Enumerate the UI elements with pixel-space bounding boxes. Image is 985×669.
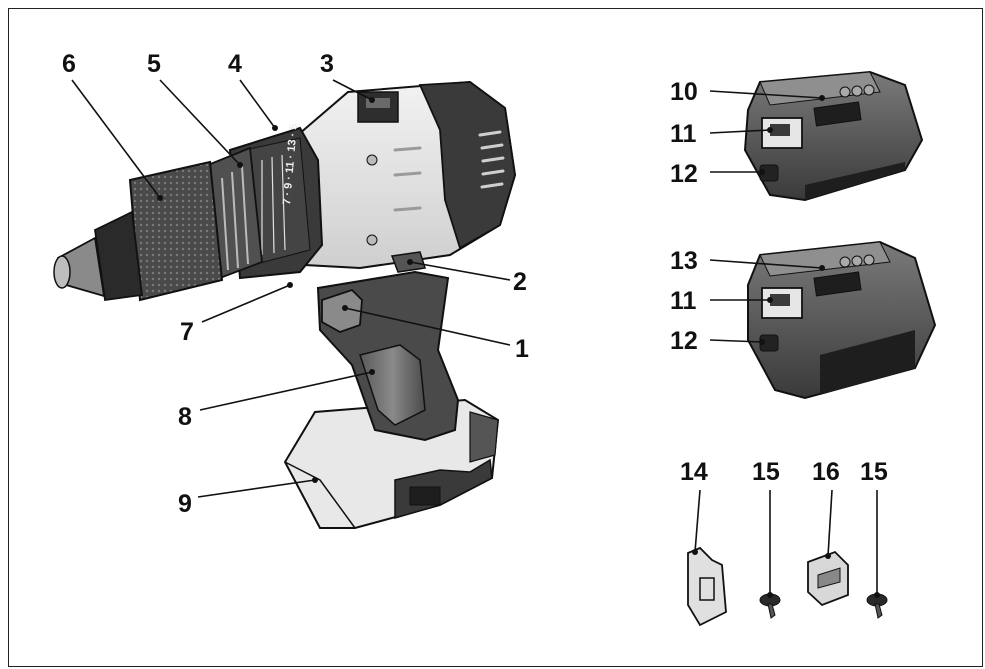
leader-lines xyxy=(71,79,880,598)
callout-8: 8 xyxy=(178,403,192,431)
callout-6: 6 xyxy=(62,50,76,78)
callout-5: 5 xyxy=(147,50,161,78)
callout-4: 4 xyxy=(228,50,242,78)
callout-15-left: 15 xyxy=(752,458,780,486)
screw-left xyxy=(759,593,781,619)
handle xyxy=(316,270,460,442)
callout-7: 7 xyxy=(180,318,194,346)
callout-10: 10 xyxy=(670,78,698,106)
screw-right xyxy=(866,593,888,619)
keyless-chuck xyxy=(53,160,224,302)
clutch-collar: 7 · 9 · 11 · 13 · 5 xyxy=(207,123,324,280)
callout-12-small-battery: 12 xyxy=(670,160,698,188)
belt-clip xyxy=(687,546,727,627)
battery-pack-small xyxy=(743,70,924,202)
callout-16: 16 xyxy=(812,458,840,486)
callout-9: 9 xyxy=(178,490,192,518)
callout-12-large-battery: 12 xyxy=(670,327,698,355)
callout-11-small-battery: 11 xyxy=(670,120,697,148)
callout-15-right: 15 xyxy=(860,458,888,486)
motor-housing xyxy=(288,80,517,273)
callout-14: 14 xyxy=(680,458,708,486)
drill: 7 · 9 · 11 · 13 · 5 xyxy=(53,80,517,529)
callout-1: 1 xyxy=(515,335,529,363)
callout-2: 2 xyxy=(513,268,527,296)
callout-3: 3 xyxy=(320,50,334,78)
callout-13: 13 xyxy=(670,247,698,275)
callout-11-large-battery: 11 xyxy=(670,287,697,315)
figure-frame xyxy=(8,8,983,667)
battery-pack-large xyxy=(747,240,937,400)
callout-numbers: 6 5 4 3 2 1 7 8 9 10 11 12 13 11 12 14 1… xyxy=(62,50,888,518)
bit-holder xyxy=(807,550,849,607)
